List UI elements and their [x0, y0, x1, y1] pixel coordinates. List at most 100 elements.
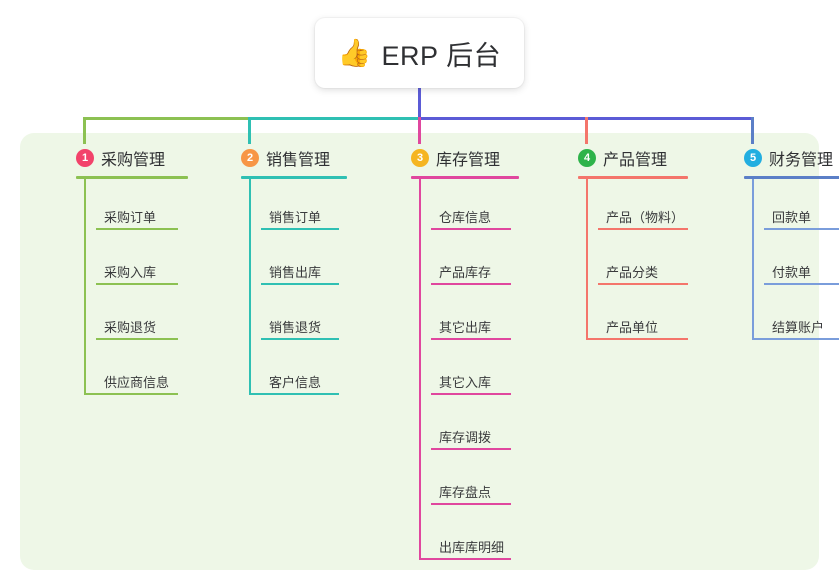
branch-header-underline	[76, 176, 188, 179]
thumbs-up-icon: 👍	[337, 37, 372, 68]
branch-stem-line	[586, 179, 588, 340]
branch-number-badge: 3	[411, 149, 429, 167]
leaf-label: 仓库信息	[439, 210, 492, 225]
root-node[interactable]: 👍 ERP 后台	[315, 18, 524, 88]
leaf-node[interactable]: 销售订单	[241, 179, 347, 234]
leaf-label: 库存调拨	[439, 430, 492, 445]
branch-header-1[interactable]: 1 采购管理	[76, 146, 188, 170]
leaf-node[interactable]: 库存调拨	[411, 399, 519, 454]
leaf-underline	[261, 283, 339, 285]
leaf-node[interactable]: 产品单位	[578, 289, 688, 344]
branch-header-5[interactable]: 5 财务管理	[744, 146, 839, 170]
leaf-label: 销售退货	[269, 320, 322, 335]
leaf-underline	[598, 283, 688, 285]
leaf-underline	[96, 283, 178, 285]
leaf-label: 采购订单	[104, 210, 157, 225]
branch-stem-line	[84, 179, 86, 395]
branch-column-4: 4 产品管理产品（物料） 产品分类产品单位	[578, 146, 688, 344]
leaf-label: 产品库存	[439, 265, 492, 280]
leaf-label: 销售出库	[269, 265, 322, 280]
branch-header-underline	[744, 176, 839, 179]
branch-stem-line	[419, 179, 421, 560]
branch-header-underline	[578, 176, 688, 179]
leaf-node[interactable]: 销售出库	[241, 234, 347, 289]
branch-item-list: 仓库信息产品库存其它出库其它入库库存调拨库存盘点出库库明细	[411, 179, 519, 564]
leaf-underline	[431, 448, 511, 450]
leaf-node[interactable]: 采购订单	[76, 179, 188, 234]
leaf-underline	[261, 228, 339, 230]
branch-column-1: 1 采购管理采购订单采购入库采购退货供应商信息	[76, 146, 188, 399]
leaf-node[interactable]: 采购入库	[76, 234, 188, 289]
branch-stem-line	[249, 179, 251, 395]
leaf-label: 其它出库	[439, 320, 492, 335]
leaf-node[interactable]: 其它出库	[411, 289, 519, 344]
leaf-underline	[249, 393, 339, 395]
leaf-underline	[586, 338, 688, 340]
leaf-node[interactable]: 产品分类	[578, 234, 688, 289]
leaf-underline	[261, 338, 339, 340]
leaf-label: 供应商信息	[104, 375, 170, 390]
branch-number-badge: 5	[744, 149, 762, 167]
leaf-node[interactable]: 结算账户	[744, 289, 839, 344]
leaf-node[interactable]: 库存盘点	[411, 454, 519, 509]
branch-header-3[interactable]: 3 库存管理	[411, 146, 519, 170]
leaf-underline	[431, 228, 511, 230]
branch-header-2[interactable]: 2 销售管理	[241, 146, 347, 170]
branch-stem-line	[752, 179, 754, 340]
leaf-underline	[84, 393, 178, 395]
leaf-underline	[431, 393, 511, 395]
leaf-label: 结算账户	[772, 320, 825, 335]
leaf-label: 付款单	[772, 265, 812, 280]
branch-title: 采购管理	[101, 152, 166, 169]
leaf-node[interactable]: 供应商信息	[76, 344, 188, 399]
leaf-label: 产品单位	[606, 320, 659, 335]
leaf-label: 其它入库	[439, 375, 492, 390]
branch-number-badge: 1	[76, 149, 94, 167]
leaf-label: 出库库明细	[439, 540, 505, 555]
branch-title: 销售管理	[266, 152, 331, 169]
branch-header-underline	[241, 176, 347, 179]
leaf-node[interactable]: 其它入库	[411, 344, 519, 399]
leaf-label: 采购退货	[104, 320, 157, 335]
leaf-label: 回款单	[772, 210, 812, 225]
leaf-node[interactable]: 采购退货	[76, 289, 188, 344]
leaf-underline	[764, 283, 839, 285]
leaf-node[interactable]: 销售退货	[241, 289, 347, 344]
leaf-label: 销售订单	[269, 210, 322, 225]
leaf-node[interactable]: 出库库明细	[411, 509, 519, 564]
branch-title: 产品管理	[603, 152, 668, 169]
leaf-underline	[598, 228, 688, 230]
branch-title: 库存管理	[436, 152, 501, 169]
branch-number-badge: 2	[241, 149, 259, 167]
leaf-label: 客户信息	[269, 375, 322, 390]
leaf-node[interactable]: 仓库信息	[411, 179, 519, 234]
branch-header-4[interactable]: 4 产品管理	[578, 146, 688, 170]
leaf-node[interactable]: 回款单	[744, 179, 839, 234]
branch-item-list: 销售订单销售出库销售退货客户信息	[241, 179, 347, 399]
leaf-underline	[419, 558, 511, 560]
branch-column-2: 2 销售管理销售订单销售出库销售退货客户信息	[241, 146, 347, 399]
leaf-underline	[752, 338, 839, 340]
leaf-label: 采购入库	[104, 265, 157, 280]
leaf-underline	[431, 338, 511, 340]
leaf-underline	[764, 228, 839, 230]
leaf-label: 产品分类	[606, 265, 659, 280]
branch-item-list: 采购订单采购入库采购退货供应商信息	[76, 179, 188, 399]
leaf-label: 产品（物料）	[606, 210, 685, 225]
branch-item-list: 产品（物料） 产品分类产品单位	[578, 179, 688, 344]
leaf-node[interactable]: 客户信息	[241, 344, 347, 399]
leaf-underline	[96, 338, 178, 340]
branch-title: 财务管理	[769, 152, 834, 169]
leaf-node[interactable]: 付款单	[744, 234, 839, 289]
leaf-underline	[431, 503, 511, 505]
leaf-underline	[431, 283, 511, 285]
branch-item-list: 回款单付款单结算账户	[744, 179, 839, 344]
leaf-underline	[96, 228, 178, 230]
branch-header-underline	[411, 176, 519, 179]
leaf-node[interactable]: 产品库存	[411, 234, 519, 289]
branch-number-badge: 4	[578, 149, 596, 167]
leaf-label: 库存盘点	[439, 485, 492, 500]
branch-column-3: 3 库存管理仓库信息产品库存其它出库其它入库库存调拨库存盘点出库库明细	[411, 146, 519, 564]
leaf-node[interactable]: 产品（物料）	[578, 179, 688, 234]
